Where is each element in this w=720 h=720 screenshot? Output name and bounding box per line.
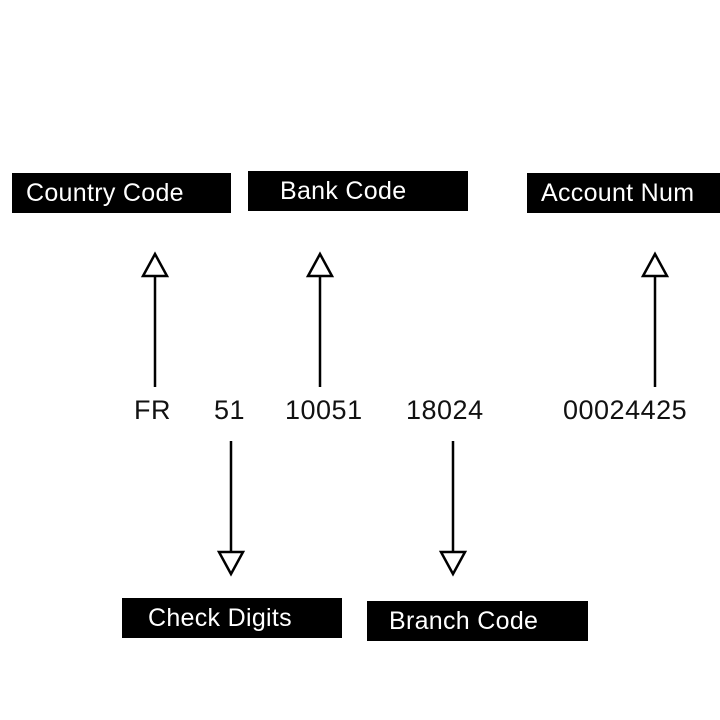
iban-bank-code: 10051 <box>285 395 363 425</box>
arrow-bank-head <box>305 251 335 278</box>
label-check-digits: Check Digits <box>122 598 342 638</box>
arrow-check-head <box>216 550 246 577</box>
arrow-country-head <box>140 251 170 278</box>
arrow-branch-head <box>438 550 468 577</box>
iban-account-number: 00024425 <box>563 395 688 425</box>
label-country-code: Country Code <box>12 173 231 213</box>
label-bank-code: Bank Code <box>248 171 468 211</box>
label-account-number: Account Num <box>527 173 720 213</box>
iban-country: FR <box>134 395 171 425</box>
arrow-account-head <box>640 251 670 278</box>
iban-branch-code: 18024 <box>406 395 484 425</box>
iban-check-digits: 51 <box>214 395 246 425</box>
label-branch-code: Branch Code <box>367 601 588 641</box>
